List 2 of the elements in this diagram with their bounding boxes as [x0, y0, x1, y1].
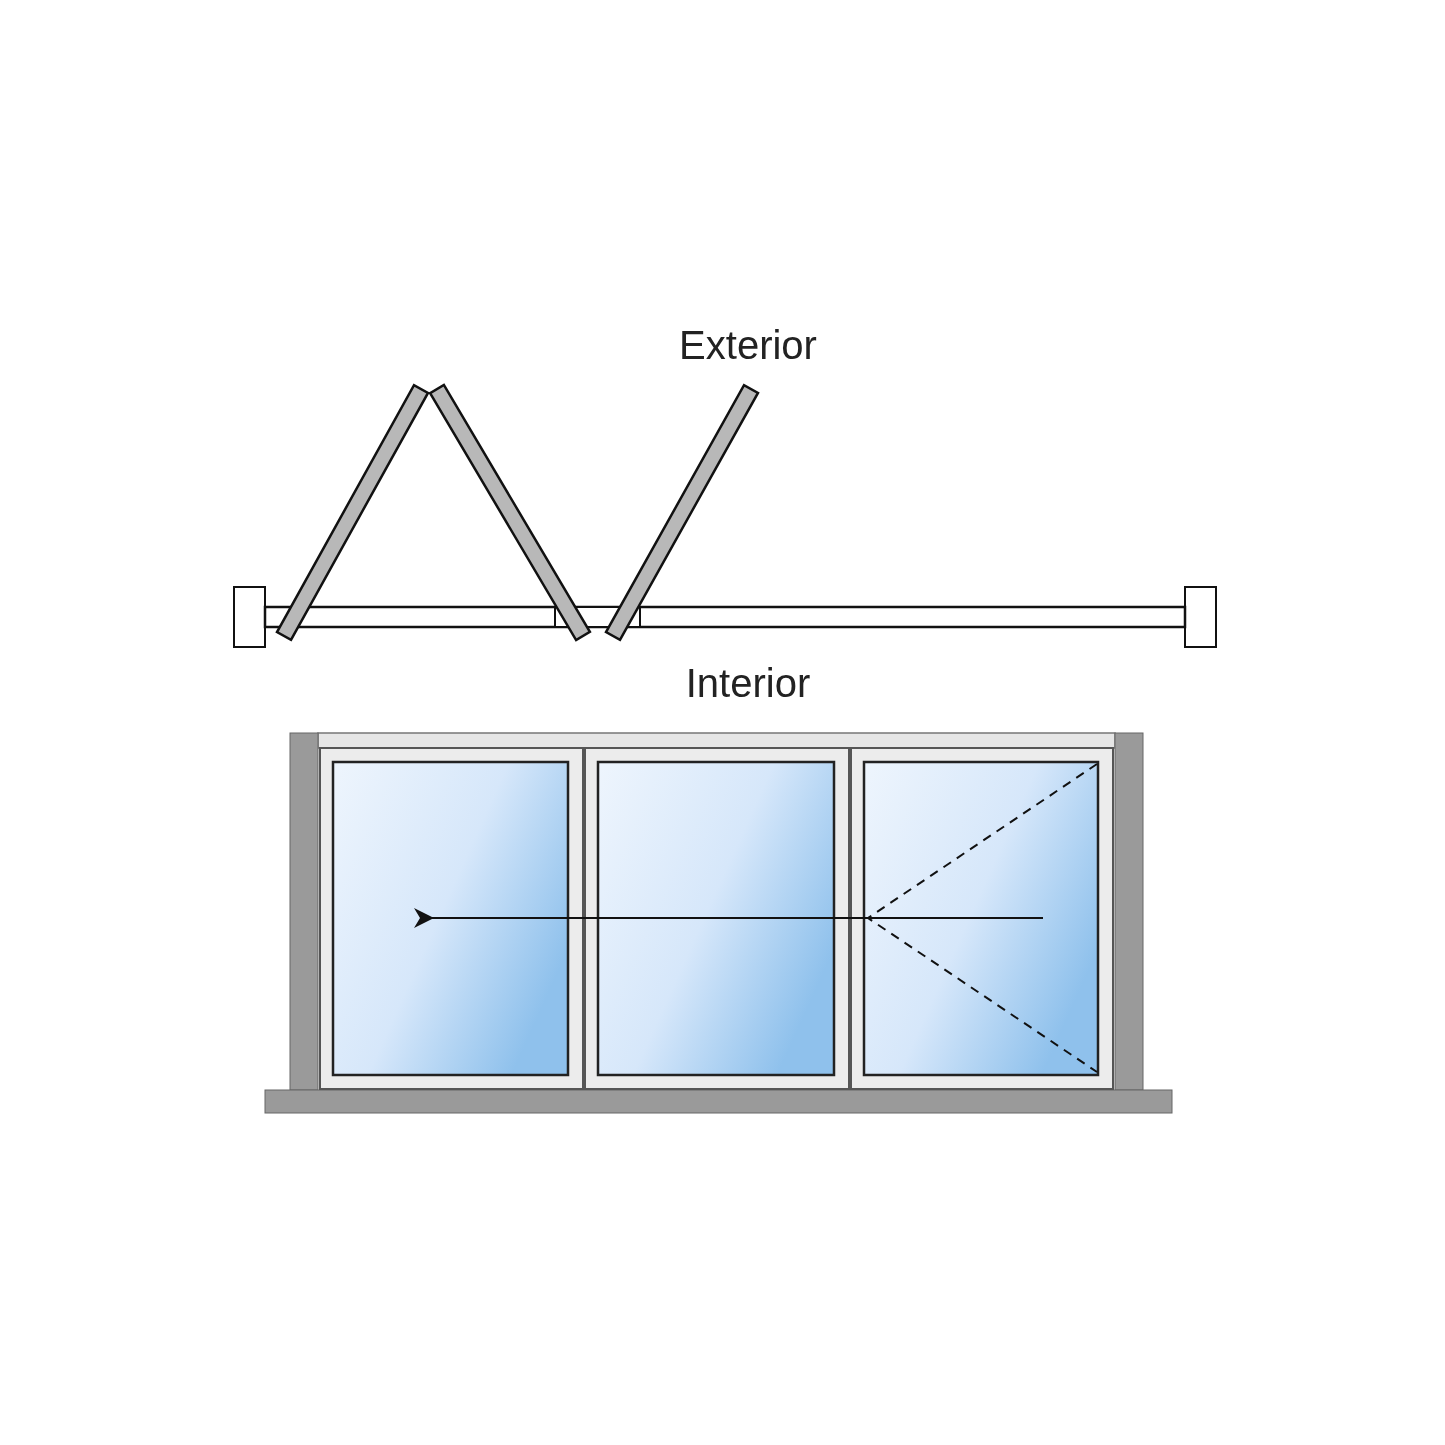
side-label: Exterior: [679, 325, 817, 365]
side-label: Interior: [685, 663, 811, 703]
